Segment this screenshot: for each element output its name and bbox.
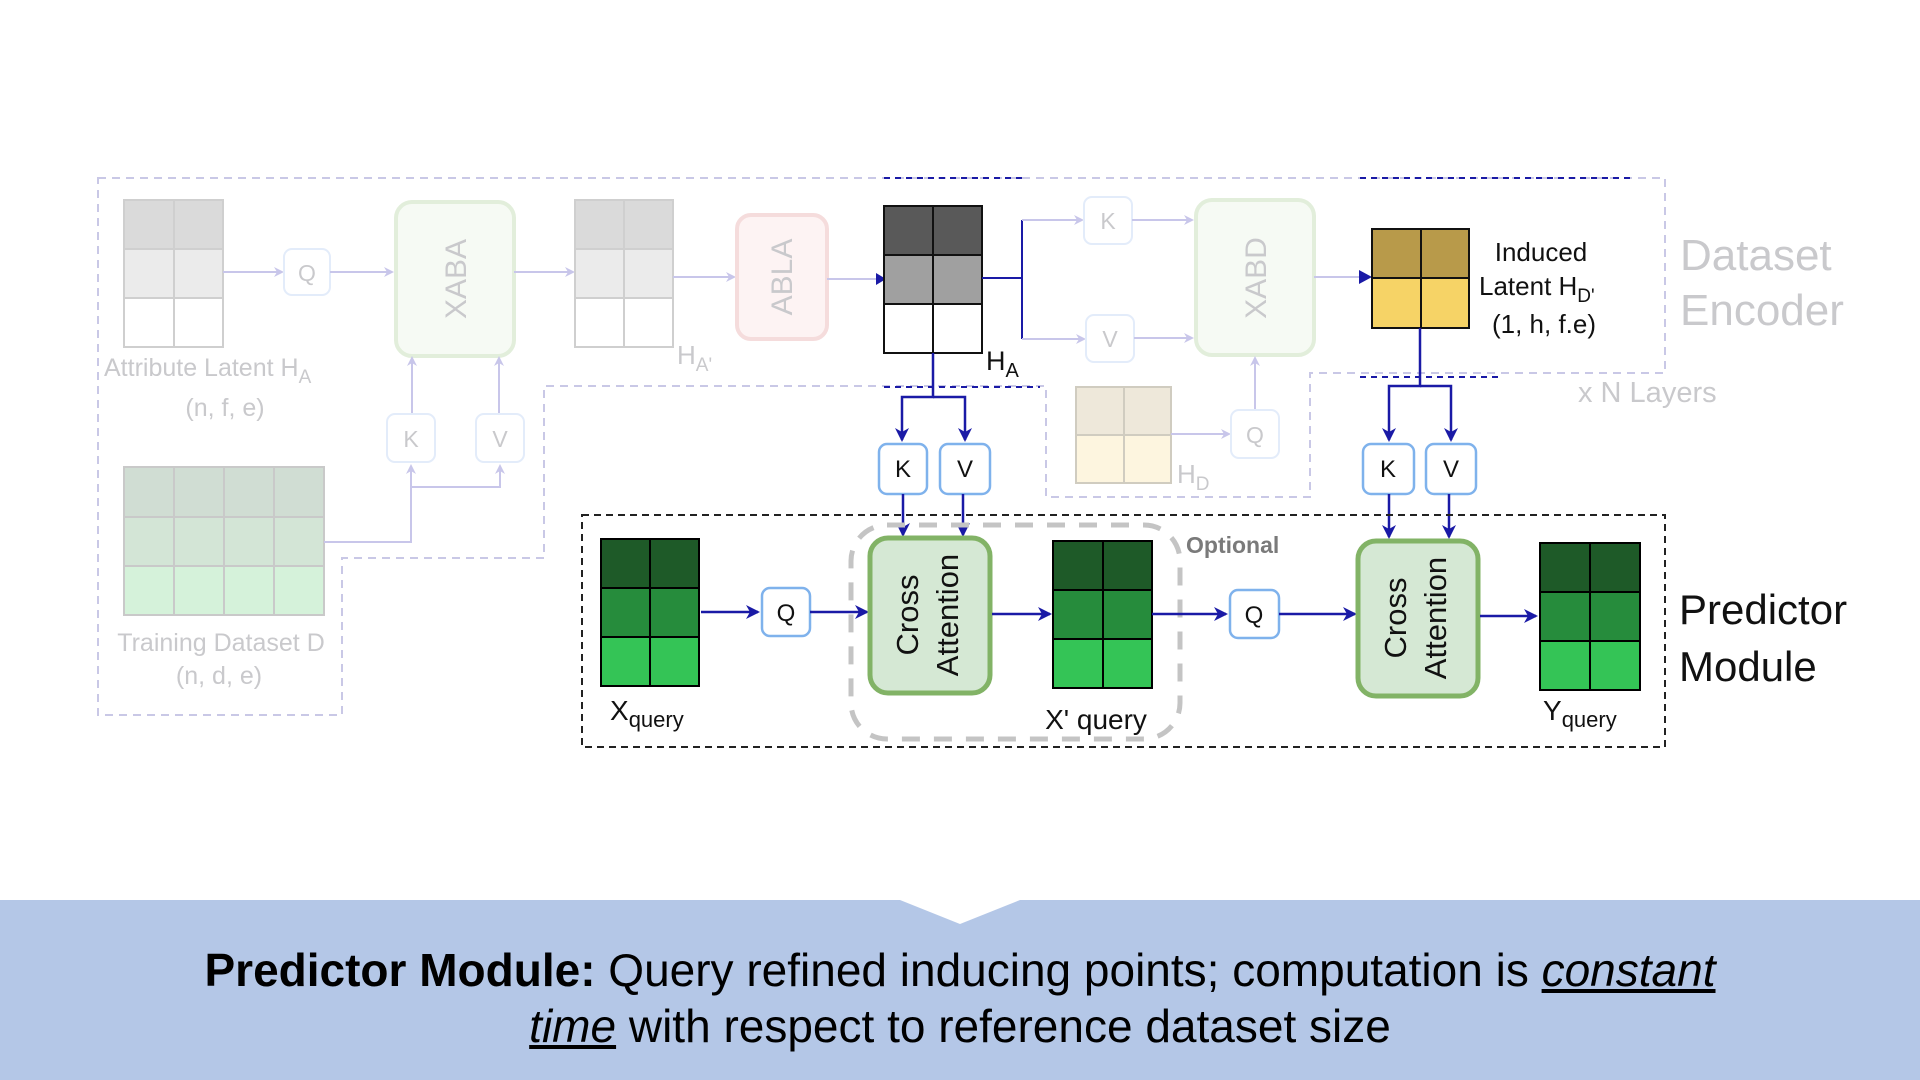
svg-text:Q: Q xyxy=(777,600,796,627)
q-box-encoder-hd: Q xyxy=(1230,409,1280,459)
svg-text:Attention: Attention xyxy=(1418,557,1453,679)
cross-attention-2: Cross Attention xyxy=(1355,538,1481,699)
architecture-diagram: Attribute Latent HA (n, f, e) Q XABA K V xyxy=(97,177,1847,748)
svg-text:ABLA: ABLA xyxy=(766,239,799,316)
dataset-encoder: Attribute Latent HA (n, f, e) Q XABA K V xyxy=(97,177,1844,716)
svg-text:Q: Q xyxy=(1245,602,1264,629)
caption-text-2: with respect to reference dataset size xyxy=(616,1000,1391,1052)
k-box-2: K xyxy=(1361,442,1416,496)
svg-text:K: K xyxy=(1100,208,1116,234)
yquery-matrix xyxy=(1539,542,1641,691)
cross-attention-1: Cross Attention xyxy=(867,535,993,696)
dataset-encoder-title: Dataset xyxy=(1680,231,1832,280)
caption-band xyxy=(0,900,1920,1080)
svg-text:K: K xyxy=(403,426,419,452)
kv-connectors xyxy=(895,328,1458,442)
xquery-matrix xyxy=(600,538,700,687)
svg-text:Cross: Cross xyxy=(1378,578,1413,659)
svg-text:V: V xyxy=(1443,456,1459,483)
k-box-encoder: K xyxy=(386,413,436,463)
training-dataset-shape: (n, d, e) xyxy=(176,662,262,690)
ha-label: HA xyxy=(986,346,1020,382)
encoder-outline xyxy=(97,177,1666,716)
attribute-latent-shape: (n, f, e) xyxy=(185,394,264,422)
training-dataset-label: Training Dataset D xyxy=(117,629,325,657)
dataset-encoder-title-2: Encoder xyxy=(1680,286,1844,335)
hd-matrix xyxy=(1075,386,1172,484)
xabd-block: XABD xyxy=(1194,198,1316,357)
svg-text:XABA: XABA xyxy=(440,239,473,319)
predictor-module-title: Predictor xyxy=(1679,586,1847,633)
induced-latent-matrix xyxy=(1371,228,1470,329)
caption-text-1: Query refined inducing points; computati… xyxy=(595,944,1542,996)
svg-text:K: K xyxy=(895,456,911,483)
v-box-1: V xyxy=(938,442,992,496)
svg-text:Attention: Attention xyxy=(930,554,965,676)
svg-text:XABD: XABD xyxy=(1240,237,1273,319)
k-box-1: K xyxy=(877,442,929,496)
connector-d-to-v xyxy=(411,464,505,488)
xprime-query-matrix xyxy=(1052,540,1153,689)
attribute-latent-label: Attribute Latent HA xyxy=(104,354,312,388)
training-dataset-matrix xyxy=(123,466,325,616)
v-box-2: V xyxy=(1424,442,1478,496)
ha-prime-matrix xyxy=(574,199,674,348)
optional-outline xyxy=(848,522,1183,742)
abla-block: ABLA xyxy=(735,213,829,341)
xprime-query-label: X' query xyxy=(1045,704,1147,735)
k-box-encoder-top: K xyxy=(1083,196,1133,245)
xquery-label: Xquery xyxy=(610,695,684,732)
ha-matrix xyxy=(883,205,983,354)
optional-label: Optional xyxy=(1186,532,1279,558)
caption: Predictor Module: Query refined inducing… xyxy=(0,942,1920,1054)
q-box-encoder: Q xyxy=(283,248,331,296)
predictor-outline xyxy=(581,514,1666,748)
v-box-encoder-top: V xyxy=(1085,314,1135,363)
svg-text:K: K xyxy=(1380,456,1396,483)
v-box-encoder: V xyxy=(475,413,525,463)
caption-emphasis-time: time xyxy=(529,1000,617,1052)
caption-notch xyxy=(900,900,1020,924)
hd-label: HD xyxy=(1177,459,1210,495)
svg-text:Q: Q xyxy=(298,260,316,286)
ha-prime-label: HA' xyxy=(677,340,712,376)
q-box-1: Q xyxy=(760,586,812,638)
xaba-block: XABA xyxy=(394,200,516,358)
svg-text:Q: Q xyxy=(1246,422,1264,448)
yquery-label: Yquery xyxy=(1543,695,1617,732)
q-box-2: Q xyxy=(1228,588,1281,640)
caption-emphasis-constant: constant xyxy=(1541,944,1716,996)
induced-latent-shape: (1, h, f.e) xyxy=(1492,309,1596,339)
svg-text:V: V xyxy=(957,456,973,483)
caption-bold: Predictor Module: xyxy=(204,944,596,996)
predictor-module: Optional Xquery Q Cross Attention xyxy=(581,514,1847,748)
induced-latent-line2: Latent HD' xyxy=(1479,271,1595,307)
induced-latent-line1: Induced xyxy=(1495,237,1588,267)
n-layers-label: x N Layers xyxy=(1578,377,1717,409)
svg-text:Cross: Cross xyxy=(890,575,925,656)
attribute-latent-matrix xyxy=(123,199,224,348)
predictor-module-title-2: Module xyxy=(1679,643,1817,690)
svg-text:V: V xyxy=(492,426,508,452)
connector-d-to-kv xyxy=(324,464,416,543)
svg-text:V: V xyxy=(1102,326,1118,352)
